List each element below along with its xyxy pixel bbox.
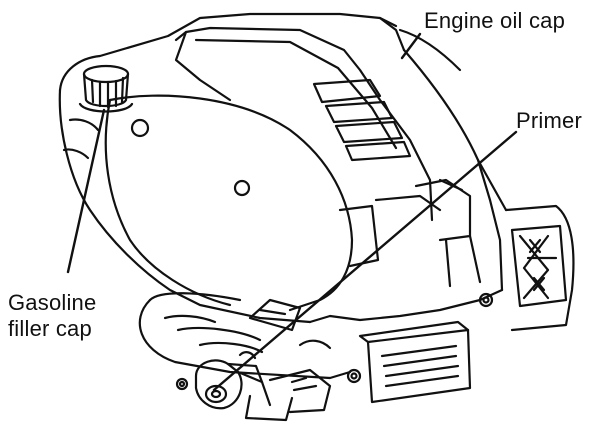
- engine-oil-cap-label: Engine oil cap: [424, 8, 566, 33]
- leader-engine-oil-cap: [400, 32, 422, 60]
- engine-shroud: [58, 12, 508, 324]
- gasoline-filler-cap-label-line1: Gasoline: [8, 290, 97, 315]
- primer-bulb-icon: [194, 359, 332, 422]
- leader-gasoline-filler-cap: [66, 108, 106, 274]
- callout-leaders: [66, 32, 518, 392]
- gasoline-filler-cap-label: Gasoline filler cap: [8, 290, 96, 342]
- leader-primer: [212, 130, 518, 392]
- muffler: [358, 320, 472, 404]
- gasoline-filler-cap-label-line2: filler cap: [8, 316, 92, 341]
- gasoline-filler-cap-icon: [78, 64, 134, 113]
- primer-label: Primer: [516, 108, 582, 133]
- intake-grille: [504, 204, 575, 332]
- engine-base: [138, 292, 494, 391]
